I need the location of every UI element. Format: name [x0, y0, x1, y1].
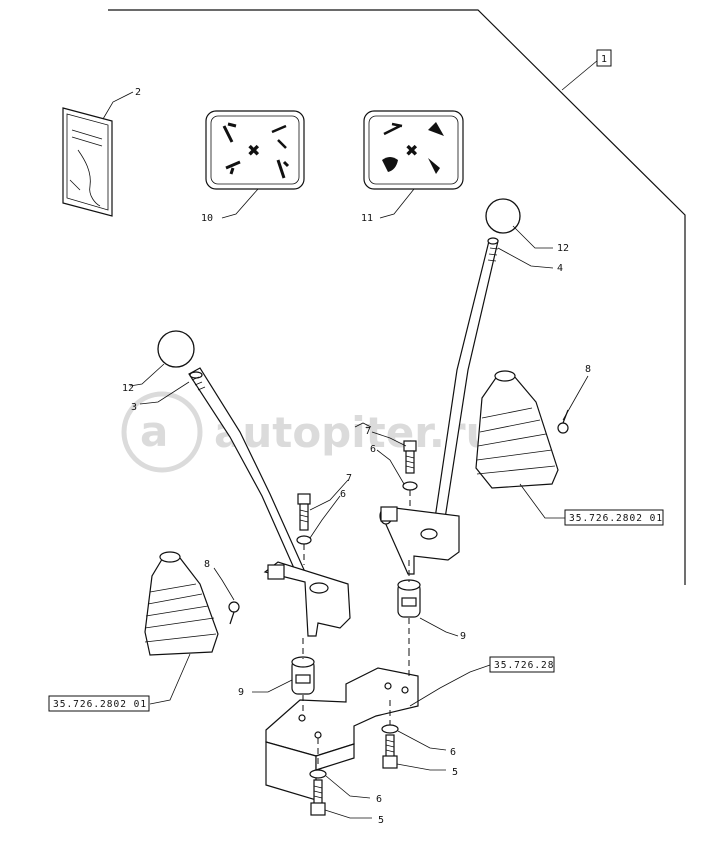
callout-washer-bottom-right: 6 — [450, 747, 456, 758]
ref-box-boot-left — [48, 695, 150, 712]
decal-left: ✖ — [205, 110, 305, 190]
callout-screw-top-right: 8 — [585, 364, 591, 375]
ref-box-boot-right — [564, 509, 664, 526]
decal-card — [62, 107, 113, 217]
leader-lever-left — [139, 381, 190, 405]
callout-decal-left: 10 — [201, 213, 213, 224]
leader-washer-left — [309, 495, 341, 539]
ref-boot-left: 35.726.2802 01 — [53, 699, 147, 710]
callout-decal-right: 11 — [361, 213, 373, 224]
leader-washer-bottom — [325, 775, 371, 799]
joint-left — [291, 638, 315, 695]
callout-knob-right: 12 — [557, 243, 569, 254]
lever-left — [157, 330, 351, 637]
leader-bolt-bottom — [324, 809, 372, 819]
knob-left — [157, 330, 195, 368]
screw-mid — [402, 440, 418, 510]
leader-screw-left — [309, 479, 349, 511]
small-pin-mid — [354, 422, 372, 428]
bolt-bottom — [309, 738, 327, 816]
ref-boot-right: 35.726.2802 01 — [569, 513, 663, 524]
assembly-marker-leader — [561, 59, 599, 91]
base-plate — [265, 650, 419, 801]
screw-boot-left — [228, 601, 240, 625]
leader-knob-left — [129, 363, 165, 387]
callout-screw-boot-left: 8 — [204, 559, 210, 570]
callout-screw-left: 7 — [346, 473, 352, 484]
joint-right — [397, 560, 421, 650]
leader-screw-boot-left — [213, 567, 235, 601]
svg-text:✖: ✖ — [247, 141, 260, 160]
leader-boot-left — [149, 653, 191, 705]
svg-text:✖: ✖ — [405, 141, 418, 160]
leader-knob-right — [512, 225, 553, 249]
callout-knob-left: 12 — [122, 383, 134, 394]
assembly-bracket-line — [108, 9, 686, 585]
callout-screw-mid: 7 — [365, 426, 371, 437]
leader-boot-right — [519, 483, 565, 519]
watermark: a autopiter.ru — [121, 391, 496, 473]
leader-decal-card — [102, 91, 134, 120]
callout-bolt-bottom: 5 — [378, 815, 384, 826]
callout-bolt-bottom-right: 5 — [452, 767, 458, 778]
callout-joint-right: 9 — [460, 631, 466, 642]
callout-decal-card: 2 — [135, 87, 141, 98]
leader-washer-mid — [376, 449, 405, 485]
watermark-logo-icon — [121, 391, 203, 473]
leader-decal-right — [379, 188, 415, 219]
leader-joint-right — [419, 617, 459, 637]
leader-lever-right — [497, 247, 554, 269]
leader-washer-bottom-right — [397, 730, 447, 751]
callout-lever-right: 4 — [557, 263, 563, 274]
lever-right — [379, 198, 521, 575]
screw-left — [296, 493, 312, 565]
leader-decal-left — [221, 188, 259, 219]
callout-washer-left: 6 — [340, 489, 346, 500]
knob-right — [485, 198, 521, 234]
watermark-logo-glyph: a — [140, 407, 168, 456]
leader-bolt-bottom-right — [396, 763, 446, 771]
leader-plate — [409, 664, 491, 707]
callout-lever-left: 3 — [131, 402, 137, 413]
bolt-bottom-right — [381, 700, 399, 769]
decal-right: ✖ — [363, 110, 464, 190]
assembly-marker-label: 1 — [601, 54, 607, 65]
ref-plate: 35.726.28 — [494, 660, 554, 671]
leader-joint-left — [252, 679, 293, 693]
assembly-marker-box — [596, 49, 612, 67]
callout-washer-mid: 6 — [370, 444, 376, 455]
callout-joint-left: 9 — [238, 687, 244, 698]
callout-washer-bottom: 6 — [376, 794, 382, 805]
leader-screw-mid — [371, 431, 407, 447]
boot-left — [144, 551, 219, 656]
boot-right — [475, 370, 559, 489]
ref-box-plate — [489, 656, 555, 673]
leader-screw-top-right — [562, 375, 589, 421]
